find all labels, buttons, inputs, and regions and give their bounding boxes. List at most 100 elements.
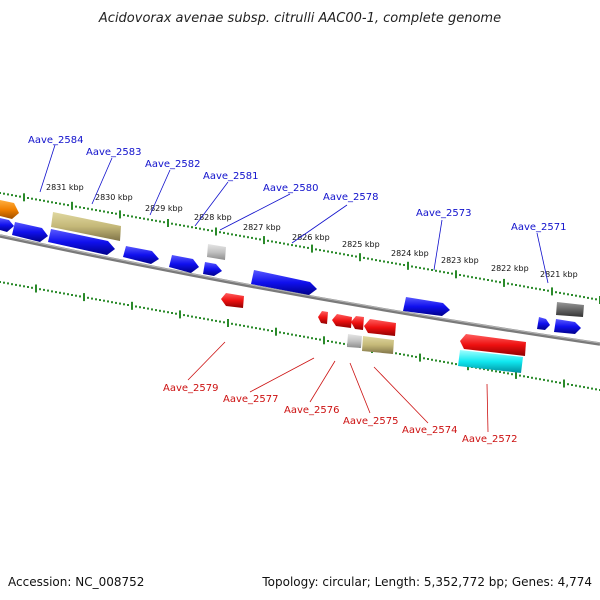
minor-tick <box>63 203 65 206</box>
minor-tick <box>559 381 561 384</box>
gene-arrow[interactable] <box>351 316 364 330</box>
minor-tick <box>507 282 509 285</box>
minor-tick <box>143 306 145 309</box>
minor-tick <box>291 333 293 336</box>
gene-arrow[interactable] <box>347 334 362 348</box>
minor-tick <box>555 381 557 384</box>
minor-tick <box>279 241 281 244</box>
minor-tick <box>263 328 265 331</box>
gene-arrow[interactable] <box>12 222 48 242</box>
gene-label-aave-2573[interactable]: Aave_2573 <box>416 208 472 271</box>
minor-tick <box>7 193 9 196</box>
gene-arrow[interactable] <box>537 317 550 330</box>
gene-arrow[interactable] <box>123 246 159 264</box>
gene-label-aave-2582[interactable]: Aave_2582 <box>145 159 201 216</box>
minor-tick <box>283 332 285 335</box>
minor-tick <box>247 325 249 328</box>
minor-tick <box>255 237 257 240</box>
minor-tick <box>111 212 113 214</box>
minor-tick <box>335 251 337 254</box>
minor-tick <box>567 383 569 386</box>
gene-arrow[interactable] <box>169 255 199 273</box>
gene-label-aave-2579[interactable]: Aave_2579 <box>163 341 226 394</box>
gene-arrow[interactable] <box>207 244 226 260</box>
minor-tick <box>259 327 261 330</box>
gene-arrow[interactable] <box>556 302 584 317</box>
gene-label-aave-2572[interactable]: Aave_2572 <box>462 383 518 445</box>
gene-label-aave-2576[interactable]: Aave_2576 <box>284 360 340 416</box>
minor-tick <box>311 337 313 340</box>
minor-tick <box>39 199 41 202</box>
major-tick <box>407 261 409 270</box>
minor-tick <box>495 280 497 283</box>
reverse-label-group: Aave_2579 Aave_2577 Aave_2576 Aave_2575 … <box>163 341 518 445</box>
minor-tick <box>427 268 429 271</box>
minor-tick <box>163 221 165 224</box>
gene-label-aave-2580[interactable]: Aave_2580 <box>219 183 319 231</box>
gene-label-aave-2584[interactable]: Aave_2584 <box>28 135 84 193</box>
minor-tick <box>307 336 309 339</box>
minor-tick <box>7 282 9 285</box>
kbp-tick-label: 2826 kbp <box>292 233 330 242</box>
minor-tick <box>515 284 517 286</box>
minor-tick <box>535 287 537 290</box>
gene-arrow[interactable] <box>403 297 450 316</box>
minor-tick <box>255 327 257 330</box>
minor-tick <box>319 249 321 252</box>
major-tick <box>83 293 85 302</box>
minor-tick <box>435 359 437 362</box>
gene-label-aave-2575[interactable]: Aave_2575 <box>343 362 399 427</box>
minor-tick <box>227 232 229 235</box>
gene-arrow[interactable] <box>0 218 14 232</box>
gene-arrow[interactable] <box>554 319 581 334</box>
minor-tick <box>79 206 81 209</box>
gene-label-aave-2577[interactable]: Aave_2577 <box>223 357 315 405</box>
minor-tick <box>55 202 57 204</box>
genome-backbone-highlight <box>0 234 600 344</box>
gene-arrow[interactable] <box>251 270 317 295</box>
minor-tick <box>167 311 169 314</box>
minor-tick <box>447 271 449 274</box>
minor-tick <box>231 322 233 325</box>
minor-tick <box>99 299 101 301</box>
minor-tick <box>371 258 373 261</box>
minor-tick <box>151 308 153 311</box>
minor-tick <box>183 314 185 317</box>
gene-arrow[interactable] <box>203 262 222 276</box>
gene-label-aave-2574[interactable]: Aave_2574 <box>373 366 458 436</box>
minor-tick <box>315 337 317 340</box>
gene-arrow[interactable] <box>0 200 19 219</box>
major-tick <box>71 201 73 210</box>
minor-tick <box>327 340 329 342</box>
minor-tick <box>547 379 549 382</box>
minor-tick <box>295 244 297 247</box>
gene-arrow[interactable] <box>51 212 121 241</box>
minor-tick <box>123 214 125 217</box>
gene-arrow[interactable] <box>362 336 394 354</box>
gene-arrow[interactable] <box>332 314 352 328</box>
minor-tick <box>447 361 449 364</box>
gene-label-aave-2581[interactable]: Aave_2581 <box>194 171 259 227</box>
minor-tick <box>559 291 561 294</box>
kbp-tick-label: 2827 kbp <box>243 223 281 232</box>
minor-tick <box>531 376 533 379</box>
minor-tick <box>39 288 41 291</box>
minor-tick <box>55 291 57 294</box>
gene-label-aave-2571[interactable]: Aave_2571 <box>511 222 567 284</box>
minor-tick <box>379 259 381 262</box>
gene-arrow[interactable] <box>458 350 523 373</box>
gene-arrow[interactable] <box>460 334 526 356</box>
minor-tick <box>223 321 225 324</box>
minor-tick <box>47 200 49 203</box>
minor-tick <box>159 220 161 223</box>
minor-tick <box>159 309 161 312</box>
gene-arrow[interactable] <box>364 319 396 336</box>
minor-tick <box>163 310 165 313</box>
gene-arrow[interactable] <box>318 311 328 324</box>
gene-arrow[interactable] <box>48 229 115 255</box>
minor-tick <box>187 225 189 228</box>
gene-label-aave-2583[interactable]: Aave_2583 <box>86 147 142 205</box>
gene-arrow[interactable] <box>221 293 244 308</box>
gene-label-aave-2578[interactable]: Aave_2578 <box>291 192 379 244</box>
minor-tick <box>411 355 413 358</box>
